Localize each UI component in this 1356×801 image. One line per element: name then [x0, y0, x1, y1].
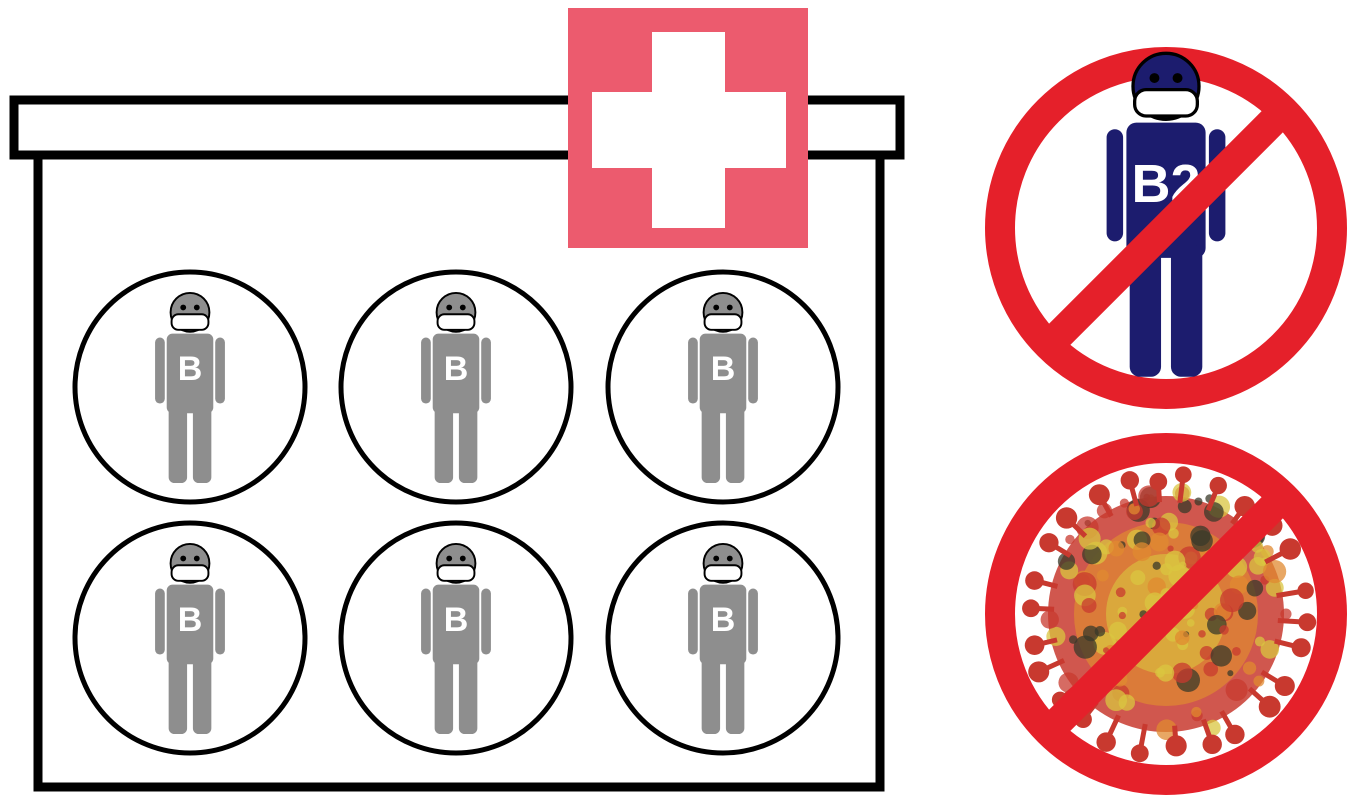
- compartment: B: [72, 269, 308, 505]
- medical-cross-icon: [568, 8, 808, 248]
- body-icon: [155, 333, 225, 484]
- face-mask-icon: [170, 564, 210, 582]
- face-mask-icon: [703, 313, 743, 331]
- body-icon: [421, 333, 491, 484]
- compartment-grid: B B B B B B: [72, 269, 841, 756]
- person-label: B: [711, 601, 736, 639]
- face-mask-icon: [436, 313, 476, 331]
- masked-person-icon: B: [421, 542, 491, 735]
- face-mask-icon: [436, 564, 476, 582]
- masked-person-icon: B: [421, 291, 491, 484]
- person-label: B: [178, 601, 203, 639]
- body-icon: [155, 584, 225, 735]
- compartment: B: [72, 520, 308, 756]
- body-icon: [688, 333, 758, 484]
- person-label: B: [444, 601, 469, 639]
- masked-person-icon: B: [155, 542, 225, 735]
- masked-person-icon: B: [688, 291, 758, 484]
- face-mask-icon: [703, 564, 743, 582]
- compartment: B: [605, 520, 841, 756]
- face-mask-icon: [1132, 87, 1200, 118]
- face-mask-icon: [170, 313, 210, 331]
- no-person-sign: B2: [985, 47, 1347, 409]
- body-icon: [688, 584, 758, 735]
- compartment: B: [338, 520, 574, 756]
- compartment: B: [338, 269, 574, 505]
- body-icon: [421, 584, 491, 735]
- person-label: B: [444, 350, 469, 388]
- person-label: B: [178, 350, 203, 388]
- person-label: B: [711, 350, 736, 388]
- masked-person-icon: B: [155, 291, 225, 484]
- masked-person-icon: B: [688, 542, 758, 735]
- compartment: B: [605, 269, 841, 505]
- no-virus-sign: [985, 433, 1347, 795]
